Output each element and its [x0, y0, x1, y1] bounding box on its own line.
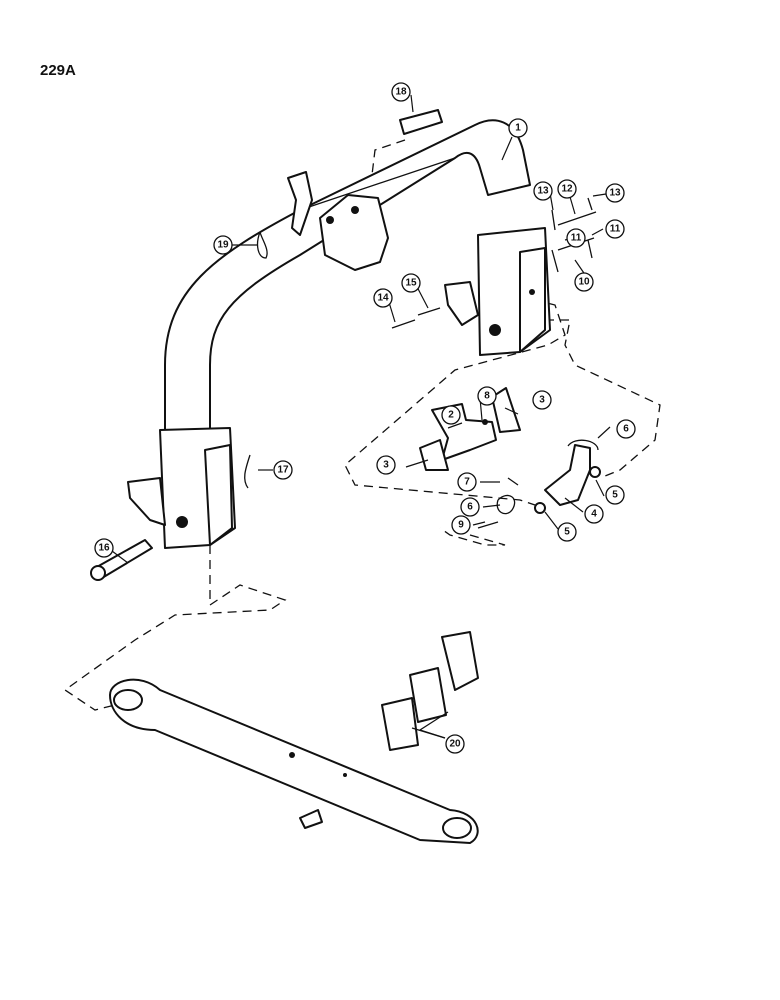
svg-text:7: 7 — [464, 477, 470, 488]
svg-text:13: 13 — [537, 186, 549, 197]
callout-15: 15 — [401, 273, 421, 293]
pins — [90, 109, 597, 581]
page-code: 229A — [40, 62, 76, 79]
svg-text:1: 1 — [515, 123, 521, 134]
svg-text:19: 19 — [217, 240, 229, 251]
svg-text:5: 5 — [564, 527, 570, 538]
callout-13: 13 — [605, 183, 625, 203]
callout-17: 17 — [273, 460, 293, 480]
callout-3: 3 — [532, 390, 552, 410]
svg-text:6: 6 — [623, 424, 629, 435]
lower-link — [109, 631, 479, 844]
svg-text:8: 8 — [484, 391, 490, 402]
latch-parts — [419, 387, 601, 529]
svg-text:9: 9 — [458, 520, 464, 531]
top-link-bar — [127, 119, 551, 549]
callout-5: 5 — [557, 522, 577, 542]
callout-8: 8 — [477, 386, 497, 406]
svg-text:3: 3 — [539, 395, 545, 406]
svg-text:14: 14 — [377, 293, 389, 304]
callout-18: 18 — [391, 82, 411, 102]
callout-16: 16 — [94, 538, 114, 558]
svg-text:11: 11 — [571, 233, 582, 244]
callout-6: 6 — [460, 497, 480, 517]
callout-10: 10 — [574, 272, 594, 292]
callout-5: 5 — [605, 485, 625, 505]
callout-19: 19 — [213, 235, 233, 255]
callout-2: 2 — [441, 405, 461, 425]
svg-text:12: 12 — [561, 184, 573, 195]
callout-4: 4 — [584, 504, 604, 524]
callout-9: 9 — [451, 515, 471, 535]
callout-7: 7 — [457, 472, 477, 492]
svg-text:11: 11 — [610, 224, 621, 235]
callout-6: 6 — [616, 419, 636, 439]
callout-11: 11 — [605, 219, 625, 239]
callout-13: 13 — [533, 181, 553, 201]
callout-12: 12 — [557, 179, 577, 199]
callout-3: 3 — [376, 455, 396, 475]
svg-text:20: 20 — [449, 739, 461, 750]
callout-11: 11 — [566, 228, 586, 248]
svg-text:17: 17 — [277, 465, 289, 476]
callout-1: 1 — [508, 118, 528, 138]
callout-20: 20 — [445, 734, 465, 754]
callout-14: 14 — [373, 288, 393, 308]
svg-text:18: 18 — [395, 87, 407, 98]
svg-text:13: 13 — [609, 188, 621, 199]
svg-text:16: 16 — [98, 543, 110, 554]
svg-text:2: 2 — [448, 410, 454, 421]
svg-text:4: 4 — [591, 509, 597, 520]
svg-text:6: 6 — [467, 502, 473, 513]
svg-text:5: 5 — [612, 490, 618, 501]
svg-text:10: 10 — [578, 277, 590, 288]
leader-lines — [111, 94, 611, 739]
svg-text:15: 15 — [405, 278, 417, 289]
svg-text:3: 3 — [383, 460, 389, 471]
